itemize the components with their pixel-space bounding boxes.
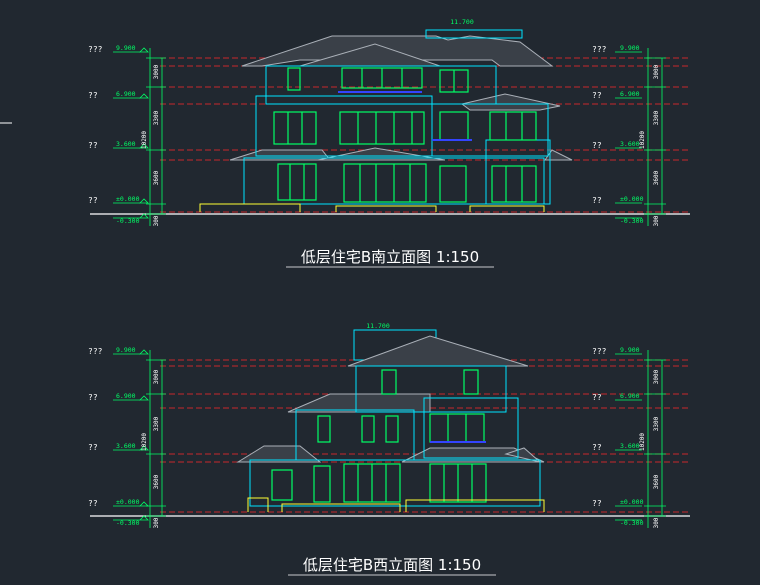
level-tag-right: ??	[592, 393, 602, 402]
level-value-left: 3.600	[116, 140, 136, 148]
level-value-left: 6.900	[116, 392, 136, 400]
level-tag-right: ??	[592, 443, 602, 452]
level-value-left: 9.900	[116, 346, 136, 354]
level-value-right: 9.900	[620, 44, 640, 52]
right-dimension-column	[615, 48, 666, 226]
level-tag-right: ??	[592, 499, 602, 508]
level-value-right: -0.300	[620, 217, 644, 225]
dimension-left: 3000	[153, 369, 160, 384]
level-value-left: -0.300	[116, 217, 140, 225]
level-tag-left: ??	[88, 91, 98, 100]
level-value-right: 9.900	[620, 346, 640, 354]
level-tag-left: ??	[88, 141, 98, 150]
dimension-left: 300	[153, 517, 160, 528]
dimension-right: 3000	[653, 64, 660, 79]
dimension-right: 3000	[653, 369, 660, 384]
annotation-text-layer: ??? 9.900?? 6.900?? 3.600?? ±0.000 -0.300??? 9…	[88, 18, 660, 576]
level-value-right: 3.600	[620, 442, 640, 450]
level-value-left: 9.900	[116, 44, 136, 52]
level-value-left: 6.900	[116, 90, 136, 98]
dimension-right: 300	[653, 215, 660, 226]
level-tag-left: ??	[88, 499, 98, 508]
top-elevation: 11.700	[450, 18, 474, 26]
dimension-right: 3600	[653, 474, 660, 489]
dimension-left: 3300	[153, 110, 160, 125]
dimension-left: 3600	[153, 474, 160, 489]
level-lines	[160, 57, 690, 213]
west-building	[236, 329, 545, 512]
total-dimension-right: 10200	[639, 433, 646, 451]
left-dimension-column	[113, 349, 166, 528]
level-value-left: ±0.000	[116, 195, 140, 203]
dimension-left: 300	[153, 215, 160, 226]
west-elevation	[90, 329, 690, 528]
level-value-right: -0.300	[620, 519, 644, 527]
dimension-left: 3600	[153, 170, 160, 185]
level-value-right: 3.600	[620, 140, 640, 148]
level-tag-right: ??	[592, 141, 602, 150]
dimension-right: 3300	[653, 110, 660, 125]
left-dimension-column	[113, 47, 166, 226]
level-lines	[160, 359, 690, 513]
level-tag-right: ???	[592, 347, 607, 356]
level-tag-left: ???	[88, 347, 103, 356]
level-tag-right: ??	[592, 196, 602, 205]
level-value-right: 6.900	[620, 392, 640, 400]
level-tag-right: ???	[592, 45, 607, 54]
level-tag-left: ??	[88, 393, 98, 402]
total-dimension-right: 10200	[639, 131, 646, 149]
level-value-left: ±0.000	[116, 498, 140, 506]
drawing-title: 低层住宅B南立面图 1:150	[301, 248, 479, 266]
level-value-left: -0.300	[116, 519, 140, 527]
drawing-title: 低层住宅B西立面图 1:150	[303, 556, 481, 574]
level-tag-left: ??	[88, 443, 98, 452]
right-dimension-column	[615, 350, 666, 528]
level-value-right: 6.900	[620, 90, 640, 98]
level-value-right: ±0.000	[620, 195, 644, 203]
south-building	[199, 29, 573, 212]
dimension-left: 3000	[153, 64, 160, 79]
dimension-right: 3300	[653, 416, 660, 431]
level-tag-left: ???	[88, 45, 103, 54]
level-tag-right: ??	[592, 91, 602, 100]
total-dimension-left: 10200	[141, 131, 148, 149]
dimension-right: 3600	[653, 170, 660, 185]
top-elevation: 11.700	[366, 322, 390, 330]
level-tag-left: ??	[88, 196, 98, 205]
dimension-right: 300	[653, 517, 660, 528]
level-value-right: ±0.000	[620, 498, 644, 506]
south-elevation	[90, 29, 690, 226]
dimension-left: 3300	[153, 416, 160, 431]
level-value-left: 3.600	[116, 442, 136, 450]
total-dimension-left: 10200	[141, 433, 148, 451]
